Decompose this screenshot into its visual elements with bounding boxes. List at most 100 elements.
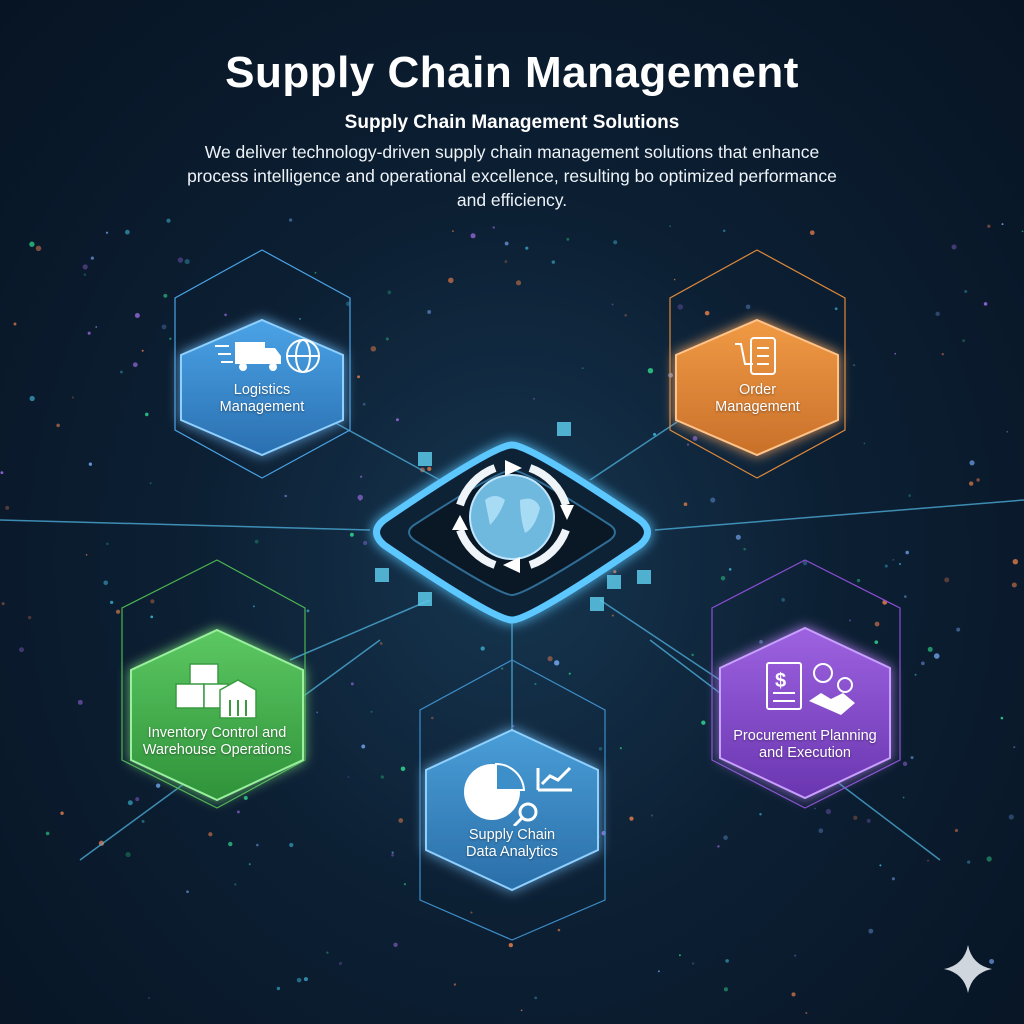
node-label-inventory[interactable]: Inventory Control and Warehouse Operatio… bbox=[142, 725, 292, 758]
globe-with-cycle-arrows-icon bbox=[452, 460, 574, 573]
particle-dot bbox=[976, 478, 980, 482]
particle-dot bbox=[338, 961, 343, 966]
particle-dot bbox=[306, 609, 310, 613]
particle-dot bbox=[448, 277, 454, 284]
particle-dot bbox=[710, 497, 716, 503]
particle-dot bbox=[254, 539, 259, 544]
particle-dot bbox=[904, 595, 907, 598]
particle-dot bbox=[115, 609, 121, 614]
particle-dot bbox=[125, 851, 131, 858]
particle-dot bbox=[759, 639, 763, 644]
particle-dot bbox=[619, 747, 622, 750]
particle-dot bbox=[360, 475, 363, 478]
particle-dot bbox=[853, 815, 858, 820]
particle-dot bbox=[403, 883, 407, 886]
particle-dot bbox=[673, 278, 676, 281]
particle-dot bbox=[944, 577, 950, 583]
particle-dot bbox=[884, 564, 888, 568]
particle-dot bbox=[794, 954, 797, 957]
node-label-order[interactable]: Order Management bbox=[715, 382, 800, 415]
particle-dot bbox=[691, 653, 694, 657]
particle-dot bbox=[551, 260, 556, 264]
particle-dot bbox=[951, 244, 957, 250]
particle-dot bbox=[814, 807, 816, 810]
particle-dot bbox=[683, 502, 688, 507]
particle-dot bbox=[941, 353, 944, 356]
particle-dot bbox=[722, 229, 726, 233]
particle-dot bbox=[791, 992, 796, 997]
particle-dot bbox=[391, 851, 394, 854]
particle-dot bbox=[704, 310, 710, 316]
particle-dot bbox=[87, 331, 91, 335]
particle-dot bbox=[874, 640, 879, 645]
particle-dot bbox=[296, 977, 302, 983]
particle-dot bbox=[969, 460, 975, 466]
particle-dot bbox=[303, 977, 308, 982]
particle-dot bbox=[892, 558, 895, 561]
particle-dot bbox=[284, 494, 287, 498]
hub-platform[interactable] bbox=[373, 441, 651, 624]
svg-text:$: $ bbox=[775, 670, 786, 692]
particle-dot bbox=[357, 494, 364, 501]
particle-dot bbox=[237, 810, 240, 814]
particle-dot bbox=[362, 402, 366, 406]
node-label-logistics[interactable]: Logistics Management bbox=[219, 382, 305, 415]
particle-dot bbox=[905, 550, 910, 555]
particle-dot bbox=[370, 346, 377, 352]
particle-dot bbox=[728, 568, 732, 571]
particle-dot bbox=[288, 218, 293, 222]
particle-dot bbox=[849, 619, 852, 622]
node-frames bbox=[121, 249, 901, 941]
particle-dot bbox=[186, 890, 189, 894]
particle-dot bbox=[326, 951, 329, 954]
particle-dot bbox=[669, 225, 671, 228]
particle-dot bbox=[534, 996, 538, 1000]
particle-dot bbox=[149, 482, 152, 485]
particle-dot bbox=[653, 432, 657, 436]
particle-dot bbox=[103, 580, 109, 586]
particle-dot bbox=[650, 814, 654, 817]
particle-dot bbox=[105, 231, 109, 234]
particle-dot bbox=[385, 337, 389, 341]
particle-dot bbox=[987, 224, 991, 228]
particle-dot bbox=[743, 547, 746, 551]
particle-dot bbox=[745, 304, 751, 310]
particle-dot bbox=[613, 570, 617, 574]
node-label-analytics[interactable]: Supply Chain Data Analytics bbox=[466, 827, 558, 860]
procurement-hex[interactable] bbox=[719, 626, 891, 800]
particle-dot bbox=[677, 304, 684, 310]
particle-dot bbox=[349, 532, 354, 537]
particle-dot bbox=[88, 462, 93, 466]
particle-dot bbox=[345, 301, 351, 306]
particle-dot bbox=[863, 442, 866, 445]
particle-dot bbox=[234, 883, 237, 886]
invoice-gears-handshake-icon: $ bbox=[766, 662, 855, 715]
particle-dot bbox=[927, 859, 929, 862]
particle-dot bbox=[678, 954, 681, 957]
particle-dot bbox=[894, 352, 897, 355]
particle-dot bbox=[629, 816, 634, 821]
particle-dot bbox=[184, 259, 190, 265]
particle-dot bbox=[350, 682, 354, 686]
particle-dot bbox=[701, 720, 706, 725]
particle-dot bbox=[657, 970, 660, 973]
particle-dot bbox=[611, 614, 614, 617]
particle-dot bbox=[554, 660, 560, 666]
inventory-hex[interactable] bbox=[130, 628, 304, 802]
pie-chart-magnifier-icon bbox=[464, 762, 572, 826]
cart-checklist-icon bbox=[735, 337, 776, 375]
particle-dot bbox=[1000, 716, 1004, 720]
particle-dot bbox=[534, 683, 537, 686]
particle-dot bbox=[298, 317, 302, 320]
particle-dot bbox=[914, 673, 917, 676]
particle-dot bbox=[45, 831, 50, 836]
particle-dot bbox=[501, 667, 504, 670]
particle-dot bbox=[120, 370, 123, 374]
particle-dot bbox=[647, 367, 654, 374]
particle-dot bbox=[933, 653, 940, 659]
particle-dot bbox=[177, 257, 184, 263]
page-description: We deliver technology-driven supply chai… bbox=[187, 142, 837, 210]
order-hex[interactable] bbox=[675, 318, 839, 457]
node-label-procurement[interactable]: Procurement Planning and Execution bbox=[733, 728, 877, 761]
particle-dot bbox=[316, 711, 319, 714]
